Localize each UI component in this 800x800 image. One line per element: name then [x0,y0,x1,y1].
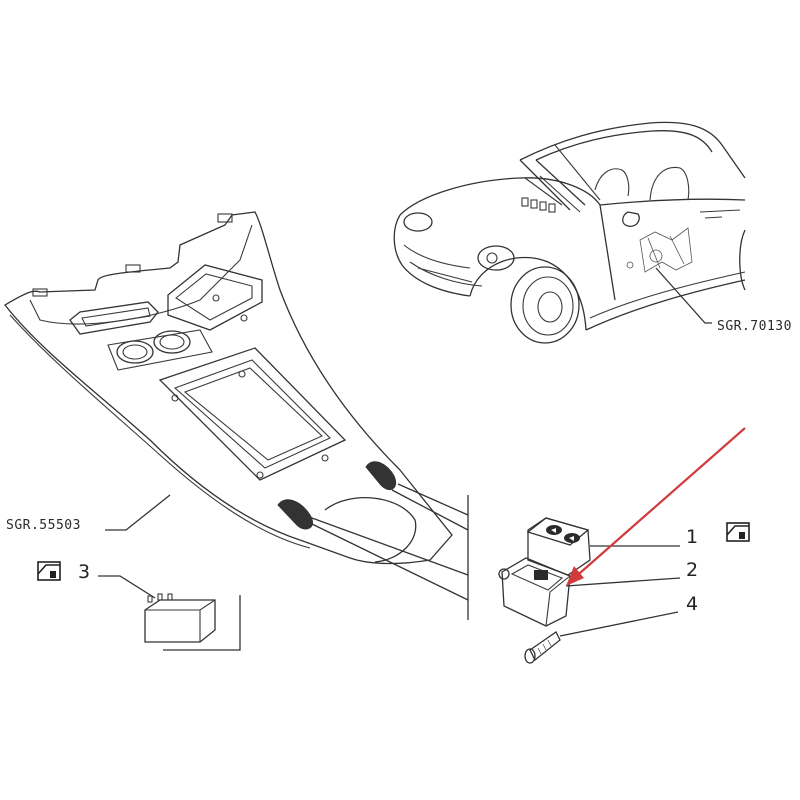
red-arrow [566,427,746,586]
car-reference-label: SGR.70130 [717,319,792,334]
console-reference-label: SGR.55503 [6,518,81,533]
switch-button-part-1 [526,517,591,576]
window-regulator [626,227,693,273]
switch-housing-part-2 [498,557,571,627]
hood-vents [521,197,556,213]
leader-lines [98,545,681,637]
part-number-2: 2 [686,559,698,581]
center-console-illustration [4,211,453,565]
screw-part-4 [524,631,561,664]
window-lift-icon [726,522,750,542]
part-number-4: 4 [686,593,698,615]
car-illustration [393,121,746,344]
exploded-view-lines [311,483,469,620]
part-number-1: 1 [686,526,698,548]
module-part-3 [144,593,241,651]
part-number-3: 3 [78,561,90,583]
switch-slots [277,461,396,530]
window-lift-icon [37,561,61,581]
